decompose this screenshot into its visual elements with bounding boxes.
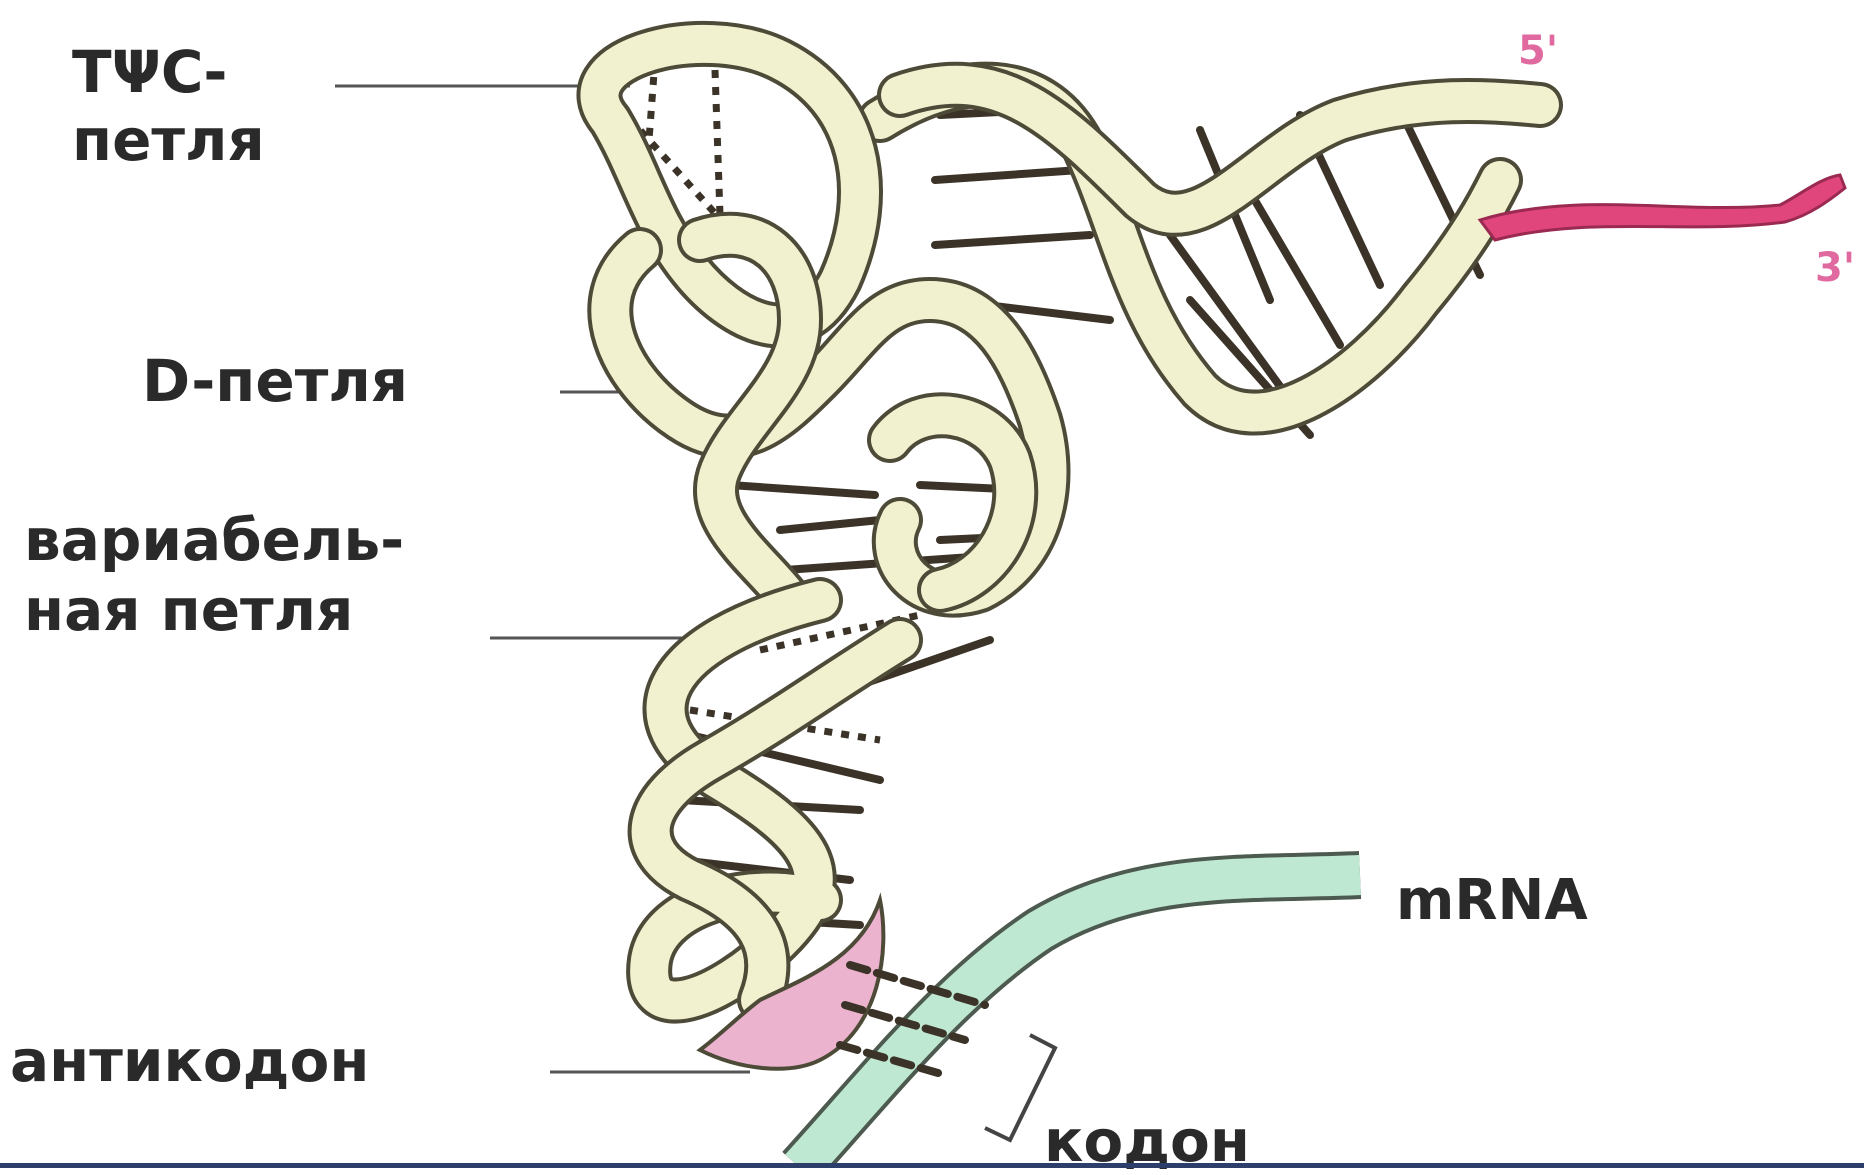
acceptor-end <box>1480 175 1845 240</box>
tpsi-loop-label: ТΨС- петля <box>72 38 265 174</box>
d-loop-label: D-петля <box>142 348 408 414</box>
anticodon-label: антикодон <box>10 1028 369 1094</box>
mrna-label: mRNA <box>1396 868 1588 934</box>
three-prime-label: 3' <box>1815 245 1855 291</box>
five-prime-label: 5' <box>1518 28 1558 74</box>
variable-loop-label: вариабель- ная петля <box>24 505 404 645</box>
bottom-border <box>0 1163 1864 1168</box>
